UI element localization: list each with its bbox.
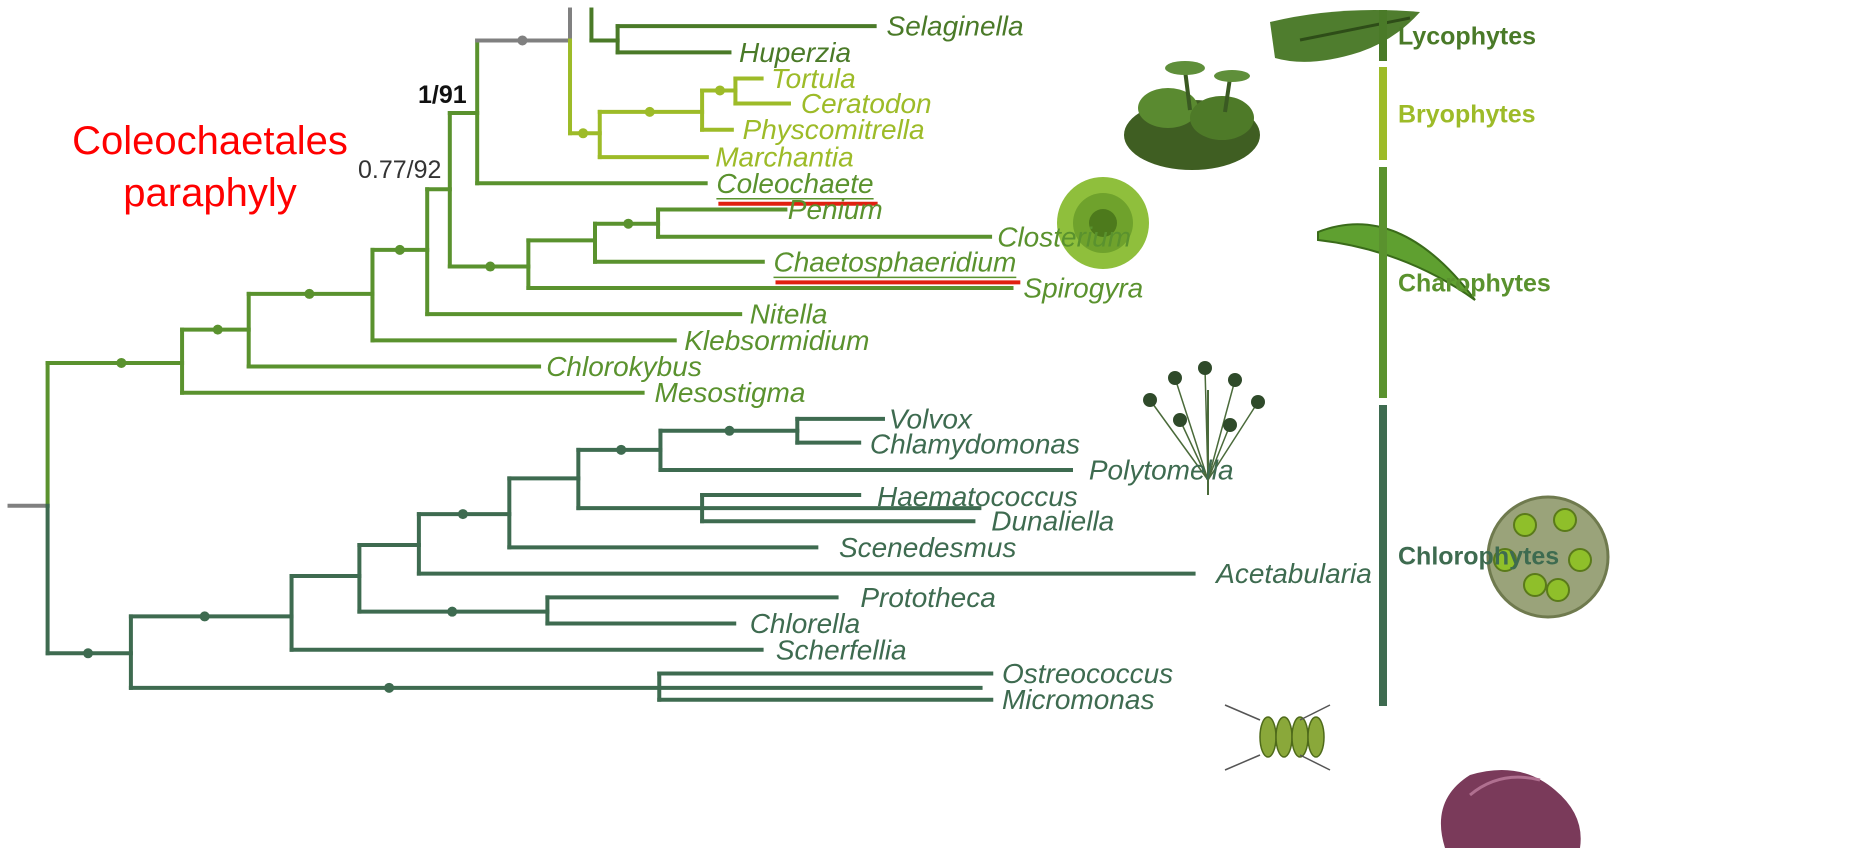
taxon-label-klebsormidium: Klebsormidium [684,325,869,356]
clade-label-lycophytes: Lycophytes [1398,23,1536,51]
taxon-label-scenedesmus: Scenedesmus [839,532,1016,563]
clade-label-chlorophytes: Chlorophytes [1398,543,1559,571]
support-node-dot [304,289,314,299]
support-node-dot [623,219,633,229]
clade-bar-chlorophytes [1379,405,1387,706]
taxon-label-chaetosphaeridium: Chaetosphaeridium [774,246,1017,277]
support-node-dot [384,683,394,693]
support-node-dot [616,445,626,455]
support-value-coleochaete: 0.77/92 [358,156,441,184]
support-node-dot [458,509,468,519]
taxon-label-micromonas: Micromonas [1002,684,1154,715]
taxon-label-chlamydomonas: Chlamydomonas [870,428,1080,459]
taxon-label-scherfellia: Scherfellia [776,634,907,665]
support-node-dot [715,85,725,95]
support-node-dot [200,611,210,621]
taxon-label-polytomella: Polytomella [1089,455,1234,486]
clade-bar-charophytes [1379,167,1387,398]
clade-label-bryophytes: Bryophytes [1398,101,1536,129]
clade-bar-lycophytes [1379,10,1387,61]
taxon-label-spirogyra: Spirogyra [1023,273,1143,304]
support-node-dot [395,245,405,255]
support-node-dot [517,35,527,45]
seaweed-image [1441,770,1581,848]
support-node-dot [578,128,588,138]
scenedesmus-image [1225,705,1330,770]
taxon-label-mesostigma: Mesostigma [655,377,806,408]
taxon-label-physcomitrella: Physcomitrella [743,114,925,145]
support-node-dot [447,607,457,617]
clade-label-charophytes: Charophytes [1398,270,1551,298]
taxon-label-selaginella: Selaginella [887,11,1024,42]
taxon-label-acetabularia: Acetabularia [1214,558,1372,589]
clade-bar-bryophytes [1379,67,1387,160]
taxon-label-penium: Penium [788,194,883,225]
support-node-dot [116,358,126,368]
moss-image [1124,61,1260,170]
support-node-dot [724,426,734,436]
support-node-dot [83,648,93,658]
support-node-dot [485,262,495,272]
support-node-dot [645,107,655,117]
support-value-land-plants: 1/91 [418,81,467,109]
taxon-label-prototheca: Prototheca [860,582,995,613]
taxon-label-closterium: Closterium [997,221,1131,252]
illustrations [1057,10,1608,848]
support-node-dot [213,325,223,335]
